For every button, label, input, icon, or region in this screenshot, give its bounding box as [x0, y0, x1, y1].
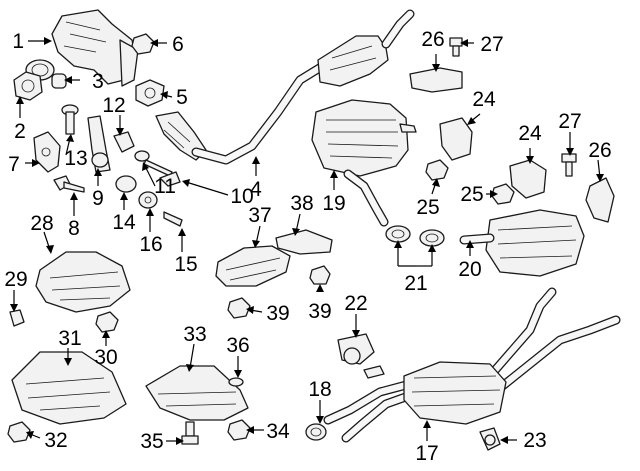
callout-38: 38 [290, 192, 313, 215]
bolt [134, 150, 173, 177]
bolt [561, 153, 577, 177]
heat-shield [145, 365, 249, 421]
washer [228, 377, 244, 387]
callout-5: 5 [176, 86, 188, 109]
bolt [181, 421, 199, 445]
callout-7: 7 [8, 153, 20, 176]
callout-16: 16 [139, 233, 162, 256]
callout-30: 30 [94, 346, 117, 369]
callout-39-right: 39 [308, 300, 331, 323]
callout-17: 17 [415, 442, 438, 465]
nut [425, 159, 449, 181]
hanger [337, 333, 375, 365]
bracket [439, 117, 473, 161]
gasket [13, 71, 43, 101]
callout-39-left: 39 [266, 302, 289, 325]
callout-21: 21 [404, 272, 427, 295]
callout-1: 1 [12, 30, 24, 53]
rear-muffler [459, 209, 585, 277]
bolt [53, 175, 85, 193]
nut [227, 297, 251, 319]
callout-4: 4 [250, 178, 262, 201]
catalytic-converter-front [25, 9, 139, 87]
heat-shield [585, 177, 615, 223]
leader-lines [10, 37, 604, 444]
bracket [509, 159, 547, 199]
callout-37: 37 [248, 204, 271, 227]
nut [227, 419, 251, 441]
clip [9, 309, 25, 327]
bushing [115, 175, 137, 193]
bushing [113, 131, 135, 153]
callout-24-upper: 24 [472, 88, 496, 111]
gasket [135, 79, 165, 107]
nut [95, 311, 119, 333]
heat-shield [409, 67, 463, 93]
callout-32: 32 [44, 429, 67, 452]
callout-28: 28 [30, 212, 53, 235]
bolt [61, 104, 79, 135]
bracket [275, 229, 333, 255]
center-muffler [311, 99, 417, 227]
bolt [163, 211, 183, 227]
heat-shield [11, 351, 127, 425]
callout-11: 11 [154, 175, 176, 198]
callout-13: 13 [64, 147, 87, 170]
callout-34: 34 [266, 420, 290, 443]
callout-27-right: 27 [558, 110, 581, 133]
heat-shield [35, 251, 131, 313]
callout-6: 6 [172, 33, 184, 56]
nut [51, 73, 67, 89]
callout-18: 18 [308, 378, 331, 401]
bolt [159, 171, 181, 187]
callout-24-right: 24 [518, 122, 542, 145]
callout-25-left: 25 [416, 196, 439, 219]
callout-35: 35 [140, 430, 163, 453]
callout-36: 36 [226, 334, 249, 357]
callout-8: 8 [68, 217, 80, 240]
bolt [449, 37, 463, 57]
callout-2: 2 [14, 120, 26, 143]
callout-26-upper: 26 [421, 28, 444, 51]
callout-25-right: 25 [460, 183, 483, 206]
catalytic-converter-rear [317, 9, 415, 87]
callout-10: 10 [230, 185, 253, 208]
leader-35 [166, 437, 184, 445]
callout-14: 14 [112, 211, 136, 234]
clamp [305, 423, 327, 441]
nut [309, 265, 331, 285]
callout-23: 23 [523, 429, 546, 452]
front-exhaust-pipe [191, 59, 331, 165]
hanger [479, 427, 501, 451]
nut [131, 33, 155, 55]
callout-31: 31 [58, 327, 81, 350]
callout-33: 33 [183, 323, 206, 346]
bracket [33, 131, 61, 173]
callout-3: 3 [92, 70, 104, 93]
bushing [138, 191, 158, 209]
heat-shield [215, 245, 291, 287]
callout-15: 15 [174, 253, 197, 276]
callout-26-right: 26 [588, 139, 611, 162]
clamp [385, 225, 445, 247]
callout-19: 19 [322, 192, 345, 215]
callout-12: 12 [102, 94, 125, 117]
hanger [87, 115, 111, 173]
callout-labels: 1 2 3 4 5 6 7 8 9 10 11 12 13 14 15 16 1… [4, 28, 611, 465]
rear-muffler-with-tailpipes [323, 287, 621, 443]
callout-20: 20 [458, 258, 481, 281]
callout-9: 9 [92, 187, 104, 210]
callout-29: 29 [4, 268, 27, 291]
callout-27-upper: 27 [480, 33, 503, 56]
nut [7, 421, 31, 443]
callout-22: 22 [344, 292, 367, 315]
